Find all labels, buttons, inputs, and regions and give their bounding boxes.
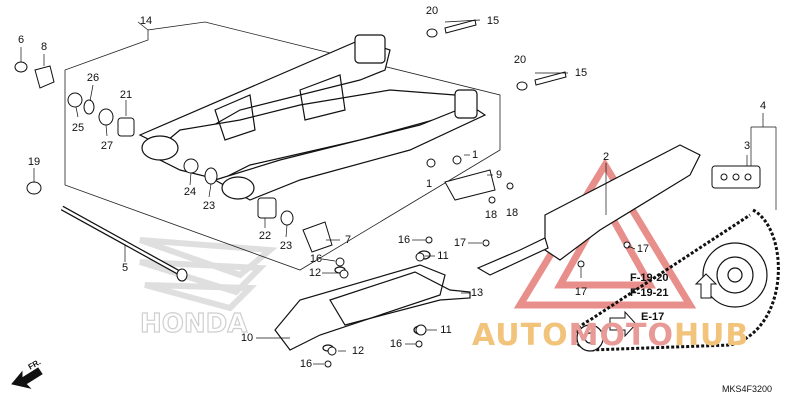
callout-5: 5	[121, 262, 129, 274]
chain-guide	[476, 144, 701, 276]
callout-20-upper: 20	[425, 5, 439, 17]
small-fasteners	[324, 236, 631, 368]
reference-e-17: E-17	[641, 311, 665, 323]
callout-10: 10	[240, 332, 254, 344]
callout-3: 3	[743, 140, 751, 152]
callout-23-upper: 23	[202, 200, 216, 212]
callout-13: 13	[470, 287, 484, 299]
callout-11-lower: 11	[440, 324, 452, 336]
chain-joint-kit	[711, 165, 761, 189]
leader-lines	[20, 19, 777, 365]
pivot-shaft	[60, 205, 188, 282]
callout-23-lower: 23	[279, 240, 293, 252]
callout-21: 21	[119, 89, 133, 101]
slider-bracket	[426, 155, 514, 204]
reference-arrow-f19	[694, 273, 718, 299]
callout-1-upper: 1	[471, 149, 479, 161]
watermark-auto: AUTO	[472, 318, 569, 353]
swingarm-group-frame	[64, 21, 501, 271]
callout-15-lower: 15	[574, 67, 588, 79]
cover-bolts	[426, 19, 567, 91]
callout-11-upper: 11	[437, 250, 449, 262]
chain-slider	[274, 250, 471, 352]
callout-12-lower: 12	[351, 345, 365, 357]
callout-16-bottom: 16	[299, 358, 313, 370]
callout-19: 19	[27, 156, 41, 168]
watermark-text: AUTOMOTOHUB	[472, 318, 749, 353]
pivot-small-parts	[14, 61, 333, 253]
callout-17-lower: 17	[574, 286, 588, 298]
swingarm	[138, 34, 487, 201]
callout-4: 4	[759, 100, 767, 112]
callout-16-left: 16	[309, 253, 323, 265]
callout-24: 24	[183, 186, 197, 198]
callout-18-left: 18	[484, 209, 498, 221]
diagram-code: MKS4F3200	[722, 384, 773, 394]
callout-16-lower: 16	[389, 338, 403, 350]
callout-12-upper: 12	[308, 267, 322, 279]
callout-16-upper: 16	[397, 234, 411, 246]
drive-chain	[573, 208, 780, 352]
honda-wing-watermark	[139, 237, 278, 312]
callout-22: 22	[258, 230, 272, 242]
callout-25: 25	[71, 122, 85, 134]
rear-sprocket	[702, 242, 768, 308]
honda-brand-watermark: HONDA	[140, 309, 247, 339]
callout-8: 8	[40, 41, 48, 53]
watermark-moto: MOTO	[568, 318, 674, 353]
reference-f-19-21: F-19-21	[630, 287, 669, 299]
callout-17-right: 17	[636, 243, 650, 255]
callout-18-right: 18	[505, 207, 519, 219]
callout-15-upper: 15	[486, 15, 500, 27]
callout-6: 6	[17, 34, 25, 46]
callout-14: 14	[139, 15, 153, 27]
callout-1-lower: 1	[425, 178, 433, 190]
callout-9: 9	[495, 169, 503, 181]
callout-26: 26	[86, 72, 100, 84]
drive-sprocket	[576, 324, 604, 352]
reference-arrow-e17	[609, 310, 637, 338]
front-arrow	[11, 367, 43, 389]
callout-17-left: 17	[453, 237, 467, 249]
reference-f-19-20: F-19-20	[630, 272, 669, 284]
callout-27: 27	[100, 140, 114, 152]
callout-2: 2	[602, 151, 610, 163]
reference-arrows	[11, 273, 718, 389]
watermark-hub: HUB	[673, 318, 750, 353]
callout-20-lower: 20	[513, 54, 527, 66]
callout-7: 7	[344, 234, 352, 246]
